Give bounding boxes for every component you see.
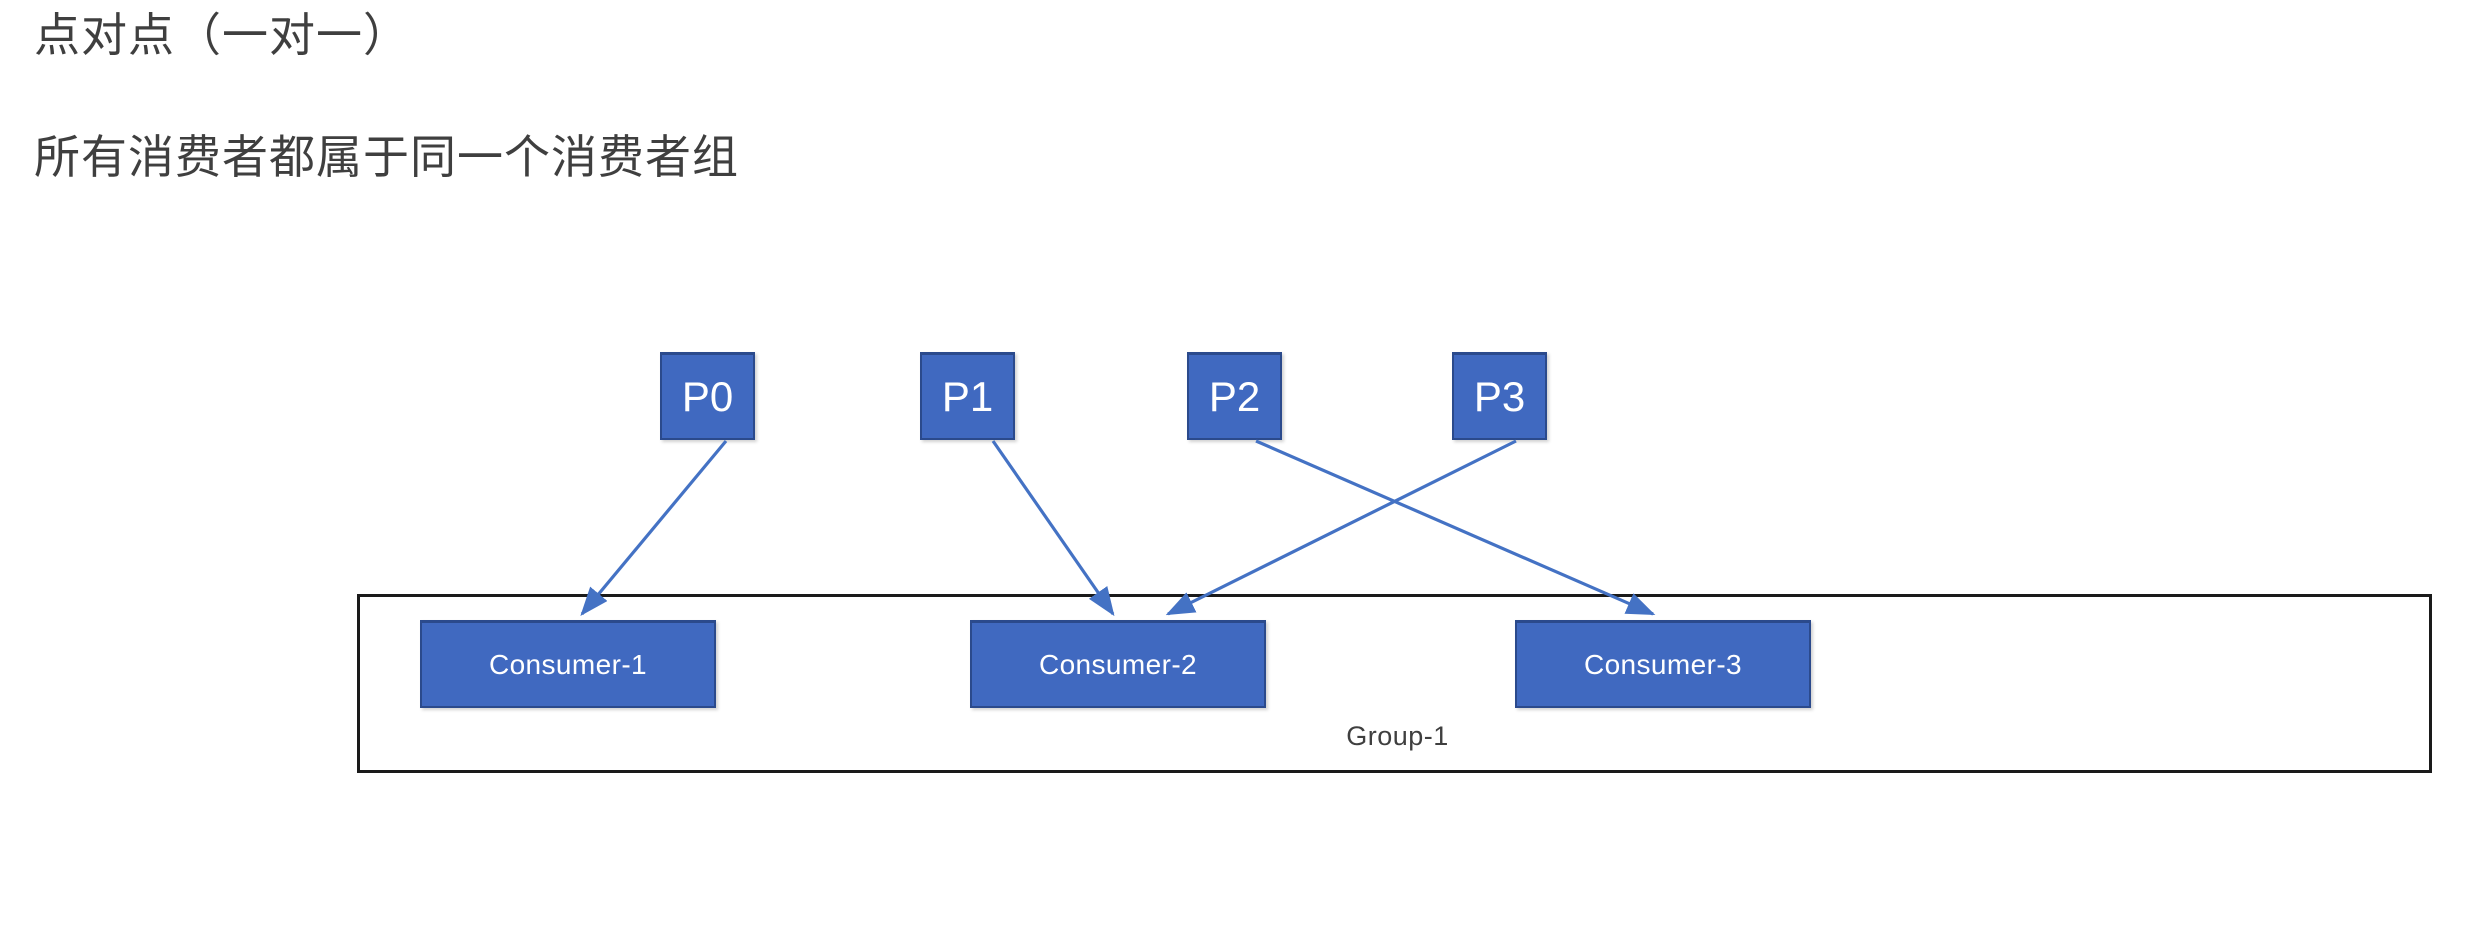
connector-p2-to-consumer-3 [1255,439,1656,616]
page-subtitle: 所有消费者都属于同一个消费者组 [34,131,739,183]
page-title: 点对点（一对一） [34,9,410,61]
consumer-box-2[interactable]: Consumer-2 [970,620,1266,708]
partition-box-p0[interactable]: P0 [660,352,755,440]
partition-box-p2[interactable]: P2 [1187,352,1282,440]
connector-p3-to-consumer-2 [1165,439,1517,616]
connector-p0-to-consumer-1 [580,439,728,616]
consumer-box-3[interactable]: Consumer-3 [1515,620,1811,708]
connector-p1-to-consumer-2 [991,440,1115,617]
partition-box-p3[interactable]: P3 [1452,352,1547,440]
consumer-group-label: Group-1 [1346,721,1449,751]
partition-box-p1[interactable]: P1 [920,352,1015,440]
consumer-box-1[interactable]: Consumer-1 [420,620,716,708]
